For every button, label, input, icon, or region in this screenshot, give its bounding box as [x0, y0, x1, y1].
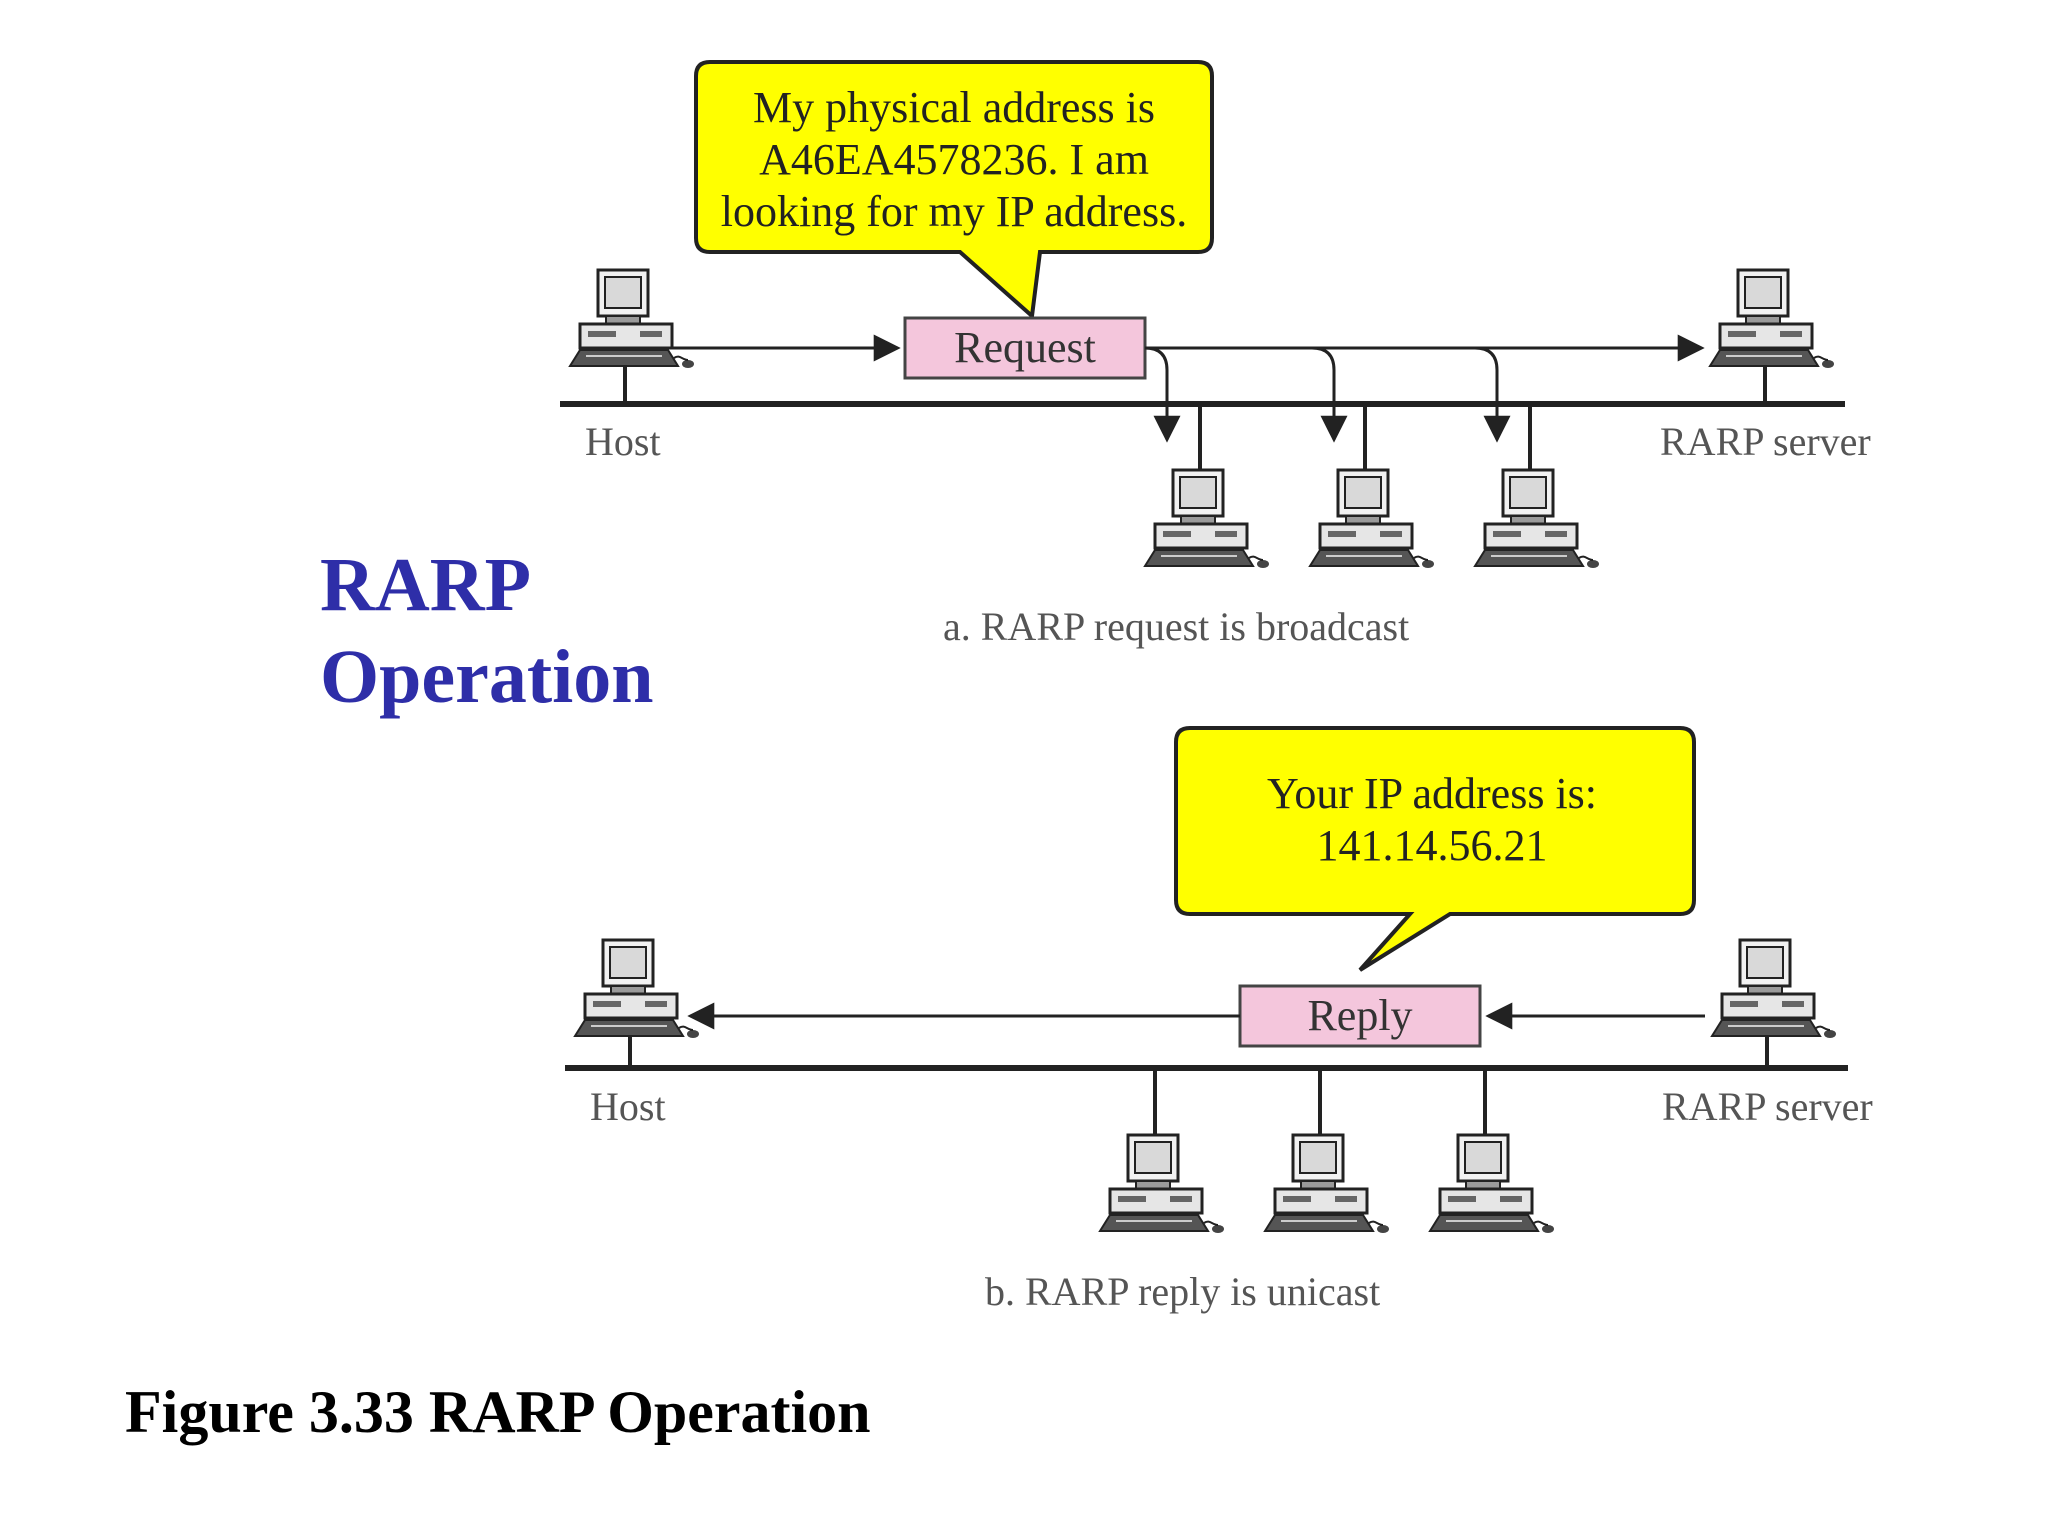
- request-speech-bubble: My physical address is A46EA4578236. I a…: [694, 60, 1214, 321]
- panel-a: My physical address is A46EA4578236. I a…: [560, 60, 1871, 649]
- server-label-b: RARP server: [1662, 1084, 1873, 1129]
- request-bubble-line3: looking for my IP address.: [721, 187, 1187, 236]
- reply-packet-label: Reply: [1307, 991, 1412, 1040]
- side-title-line2: Operation: [320, 635, 654, 719]
- request-bubble-line2: A46EA4578236. I am: [759, 135, 1149, 184]
- station-computer-icon: [1263, 1133, 1391, 1235]
- reply-packet: Reply: [1238, 984, 1482, 1048]
- reply-speech-bubble: Your IP address is: 141.14.56.21: [1174, 726, 1696, 972]
- server-label-a: RARP server: [1660, 419, 1871, 464]
- rarp-server-computer-icon: [1710, 938, 1838, 1040]
- station-computer-icon: [1428, 1133, 1556, 1235]
- request-bubble-line1: My physical address is: [753, 83, 1155, 132]
- reply-bubble-line1: Your IP address is:: [1267, 769, 1597, 818]
- host-computer-icon: [573, 938, 701, 1040]
- host-label-b: Host: [590, 1084, 666, 1129]
- host-label-a: Host: [585, 419, 661, 464]
- side-title-line1: RARP: [320, 543, 531, 627]
- host-computer-icon: [568, 268, 696, 370]
- figure-caption: Figure 3.33 RARP Operation: [125, 1379, 871, 1445]
- rarp-server-computer-icon: [1708, 268, 1836, 370]
- station-computer-icon: [1308, 468, 1436, 570]
- panel-b: Your IP address is: 141.14.56.21 Host RA…: [565, 726, 1873, 1314]
- request-packet-label: Request: [954, 323, 1096, 372]
- station-computer-icon: [1143, 468, 1271, 570]
- reply-bubble-line2: 141.14.56.21: [1317, 821, 1548, 870]
- station-computer-icon: [1473, 468, 1601, 570]
- station-computer-icon: [1098, 1133, 1226, 1235]
- request-packet: Request: [903, 316, 1147, 380]
- caption-a: a. RARP request is broadcast: [943, 604, 1409, 649]
- caption-b: b. RARP reply is unicast: [985, 1269, 1380, 1314]
